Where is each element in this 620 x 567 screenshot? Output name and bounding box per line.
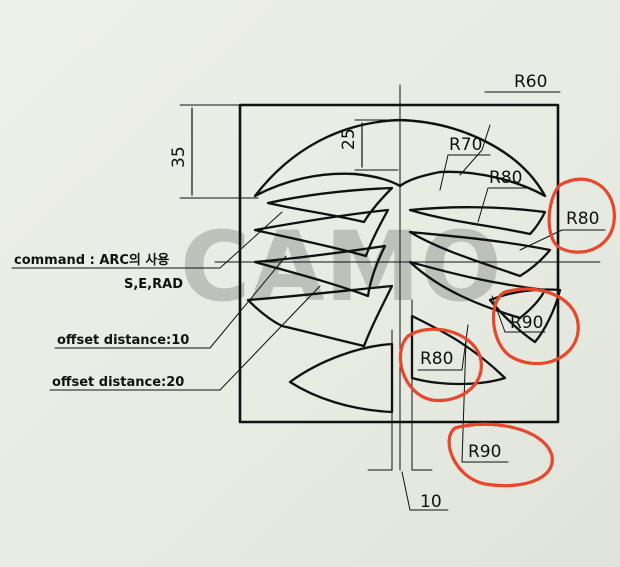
r90-right-leader	[491, 295, 546, 333]
dim-10: 10	[420, 492, 442, 512]
r90-bottom-leader	[461, 339, 509, 463]
left-arc-band-3	[253, 244, 387, 298]
offset20-leader	[49, 285, 321, 391]
r80-center-leader	[417, 324, 469, 371]
dim-r90-right: R90	[510, 313, 543, 333]
dim-r80-right: R80	[489, 168, 522, 188]
left-arc-band-2	[253, 208, 390, 258]
right-arc-band-1	[408, 206, 547, 236]
highlight-circle-r90-bottom	[447, 422, 554, 488]
dim-r80-center: R80	[420, 349, 453, 369]
highlight-circle-r90-right	[492, 287, 580, 366]
note-offset-20: offset distance:20	[52, 375, 184, 390]
dim-r70: R70	[449, 135, 482, 155]
dim-35: 35	[169, 146, 189, 168]
r60-leader	[459, 124, 491, 176]
note-offset-10: offset distance:10	[57, 333, 189, 348]
outer-square	[238, 103, 560, 424]
watermark-text: CAMO	[180, 211, 502, 323]
top-dome-shape	[253, 118, 547, 198]
dim-r80-circled: R80	[566, 209, 599, 229]
dim10-leader	[401, 471, 449, 511]
left-wing	[246, 284, 394, 348]
offset10-leader	[54, 255, 287, 349]
r80-circled-leader	[519, 229, 606, 251]
dim-r90-bottom: R90	[468, 442, 501, 462]
highlight-circle-r80-right	[547, 177, 616, 254]
dim-25: 25	[339, 128, 359, 150]
highlight-circle-r80-center	[398, 327, 483, 403]
dim-r60: R60	[514, 72, 547, 92]
r70-leader	[439, 154, 491, 191]
note-command: command : ARC의 사용	[14, 252, 169, 268]
r80-right-leader	[477, 187, 529, 223]
right-arc-band-3	[408, 260, 547, 320]
command-leader	[11, 211, 283, 269]
right-wing	[488, 288, 562, 344]
right-arc-band-2	[408, 230, 552, 278]
note-args: S,E,RAD	[124, 277, 183, 292]
left-arc-band-1	[266, 186, 394, 224]
